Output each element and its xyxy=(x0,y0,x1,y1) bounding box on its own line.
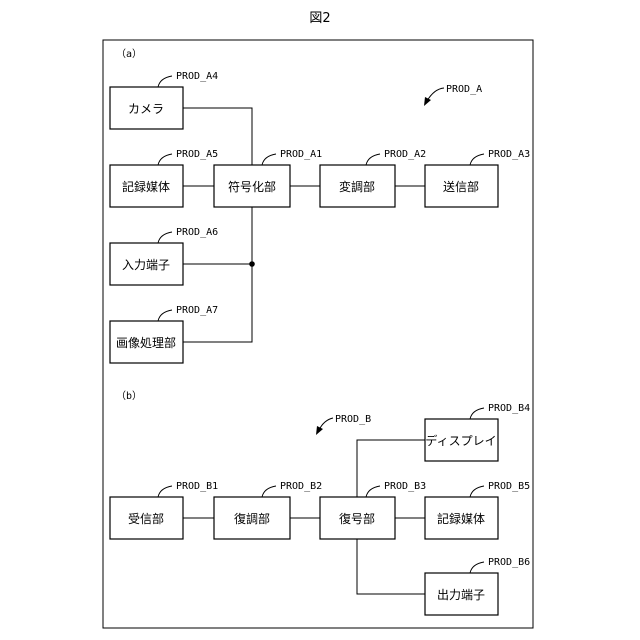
block-transmitter-label: 送信部 xyxy=(443,179,479,194)
block-encoder: 符号化部 xyxy=(214,165,290,207)
block-display: ディスプレイ xyxy=(425,419,498,461)
block-image-processor-label: 画像処理部 xyxy=(116,335,176,350)
ref-prod-b6: PROD_B6 xyxy=(488,557,530,568)
ref-prod-a4: PROD_A4 xyxy=(176,71,218,82)
block-recording-medium-b: 記録媒体 xyxy=(425,497,498,539)
block-demodulator-label: 復調部 xyxy=(234,511,270,526)
block-camera-label: カメラ xyxy=(128,102,164,116)
block-image-processor: 画像処理部 xyxy=(110,321,183,363)
panel-b-system-arrowhead xyxy=(316,426,323,435)
ref-prod-a7: PROD_A7 xyxy=(176,305,218,316)
block-modulator-label: 変調部 xyxy=(339,179,375,194)
block-modulator: 変調部 xyxy=(320,165,395,207)
panel-a-connectors xyxy=(183,108,425,342)
block-receiver-label: 受信部 xyxy=(128,511,164,526)
block-output-terminal-label: 出力端子 xyxy=(437,588,485,602)
decoder-to-output-line xyxy=(357,539,425,594)
block-output-terminal: 出力端子 xyxy=(425,573,498,615)
block-camera: カメラ xyxy=(110,87,183,129)
ref-prod-a2: PROD_A2 xyxy=(384,149,426,160)
ref-prod-b1: PROD_B1 xyxy=(176,481,218,492)
panel-b-system-label: PROD_B xyxy=(335,414,371,425)
block-decoder-label: 復号部 xyxy=(339,511,375,526)
panel-b-section-label: （b） xyxy=(116,390,142,402)
block-encoder-label: 符号化部 xyxy=(228,179,276,194)
panel-a-system-arrow xyxy=(427,88,444,101)
panel-a-system-arrowhead xyxy=(424,97,431,106)
block-recording-medium-a: 記録媒体 xyxy=(110,165,183,207)
bus-junction-dot xyxy=(249,261,255,267)
ref-prod-b4: PROD_B4 xyxy=(488,403,530,414)
ref-prod-b5: PROD_B5 xyxy=(488,481,530,492)
figure-title: 図2 xyxy=(309,11,330,26)
block-demodulator: 復調部 xyxy=(214,497,290,539)
block-input-terminal-label: 入力端子 xyxy=(122,258,170,272)
panel-a-section-label: （a） xyxy=(116,48,142,60)
ref-prod-a3: PROD_A3 xyxy=(488,149,530,160)
ref-prod-a1: PROD_A1 xyxy=(280,149,322,160)
block-input-terminal: 入力端子 xyxy=(110,243,183,285)
block-transmitter: 送信部 xyxy=(425,165,498,207)
ref-prod-b3: PROD_B3 xyxy=(384,481,426,492)
ref-prod-a5: PROD_A5 xyxy=(176,149,218,160)
block-display-label: ディスプレイ xyxy=(425,433,496,448)
ref-prod-b2: PROD_B2 xyxy=(280,481,322,492)
block-recording-medium-b-label: 記録媒体 xyxy=(437,511,485,526)
block-receiver: 受信部 xyxy=(110,497,183,539)
block-decoder: 復号部 xyxy=(320,497,395,539)
block-recording-medium-a-label: 記録媒体 xyxy=(122,179,170,194)
ref-prod-a6: PROD_A6 xyxy=(176,227,218,238)
panel-a-system-label: PROD_A xyxy=(446,84,482,95)
